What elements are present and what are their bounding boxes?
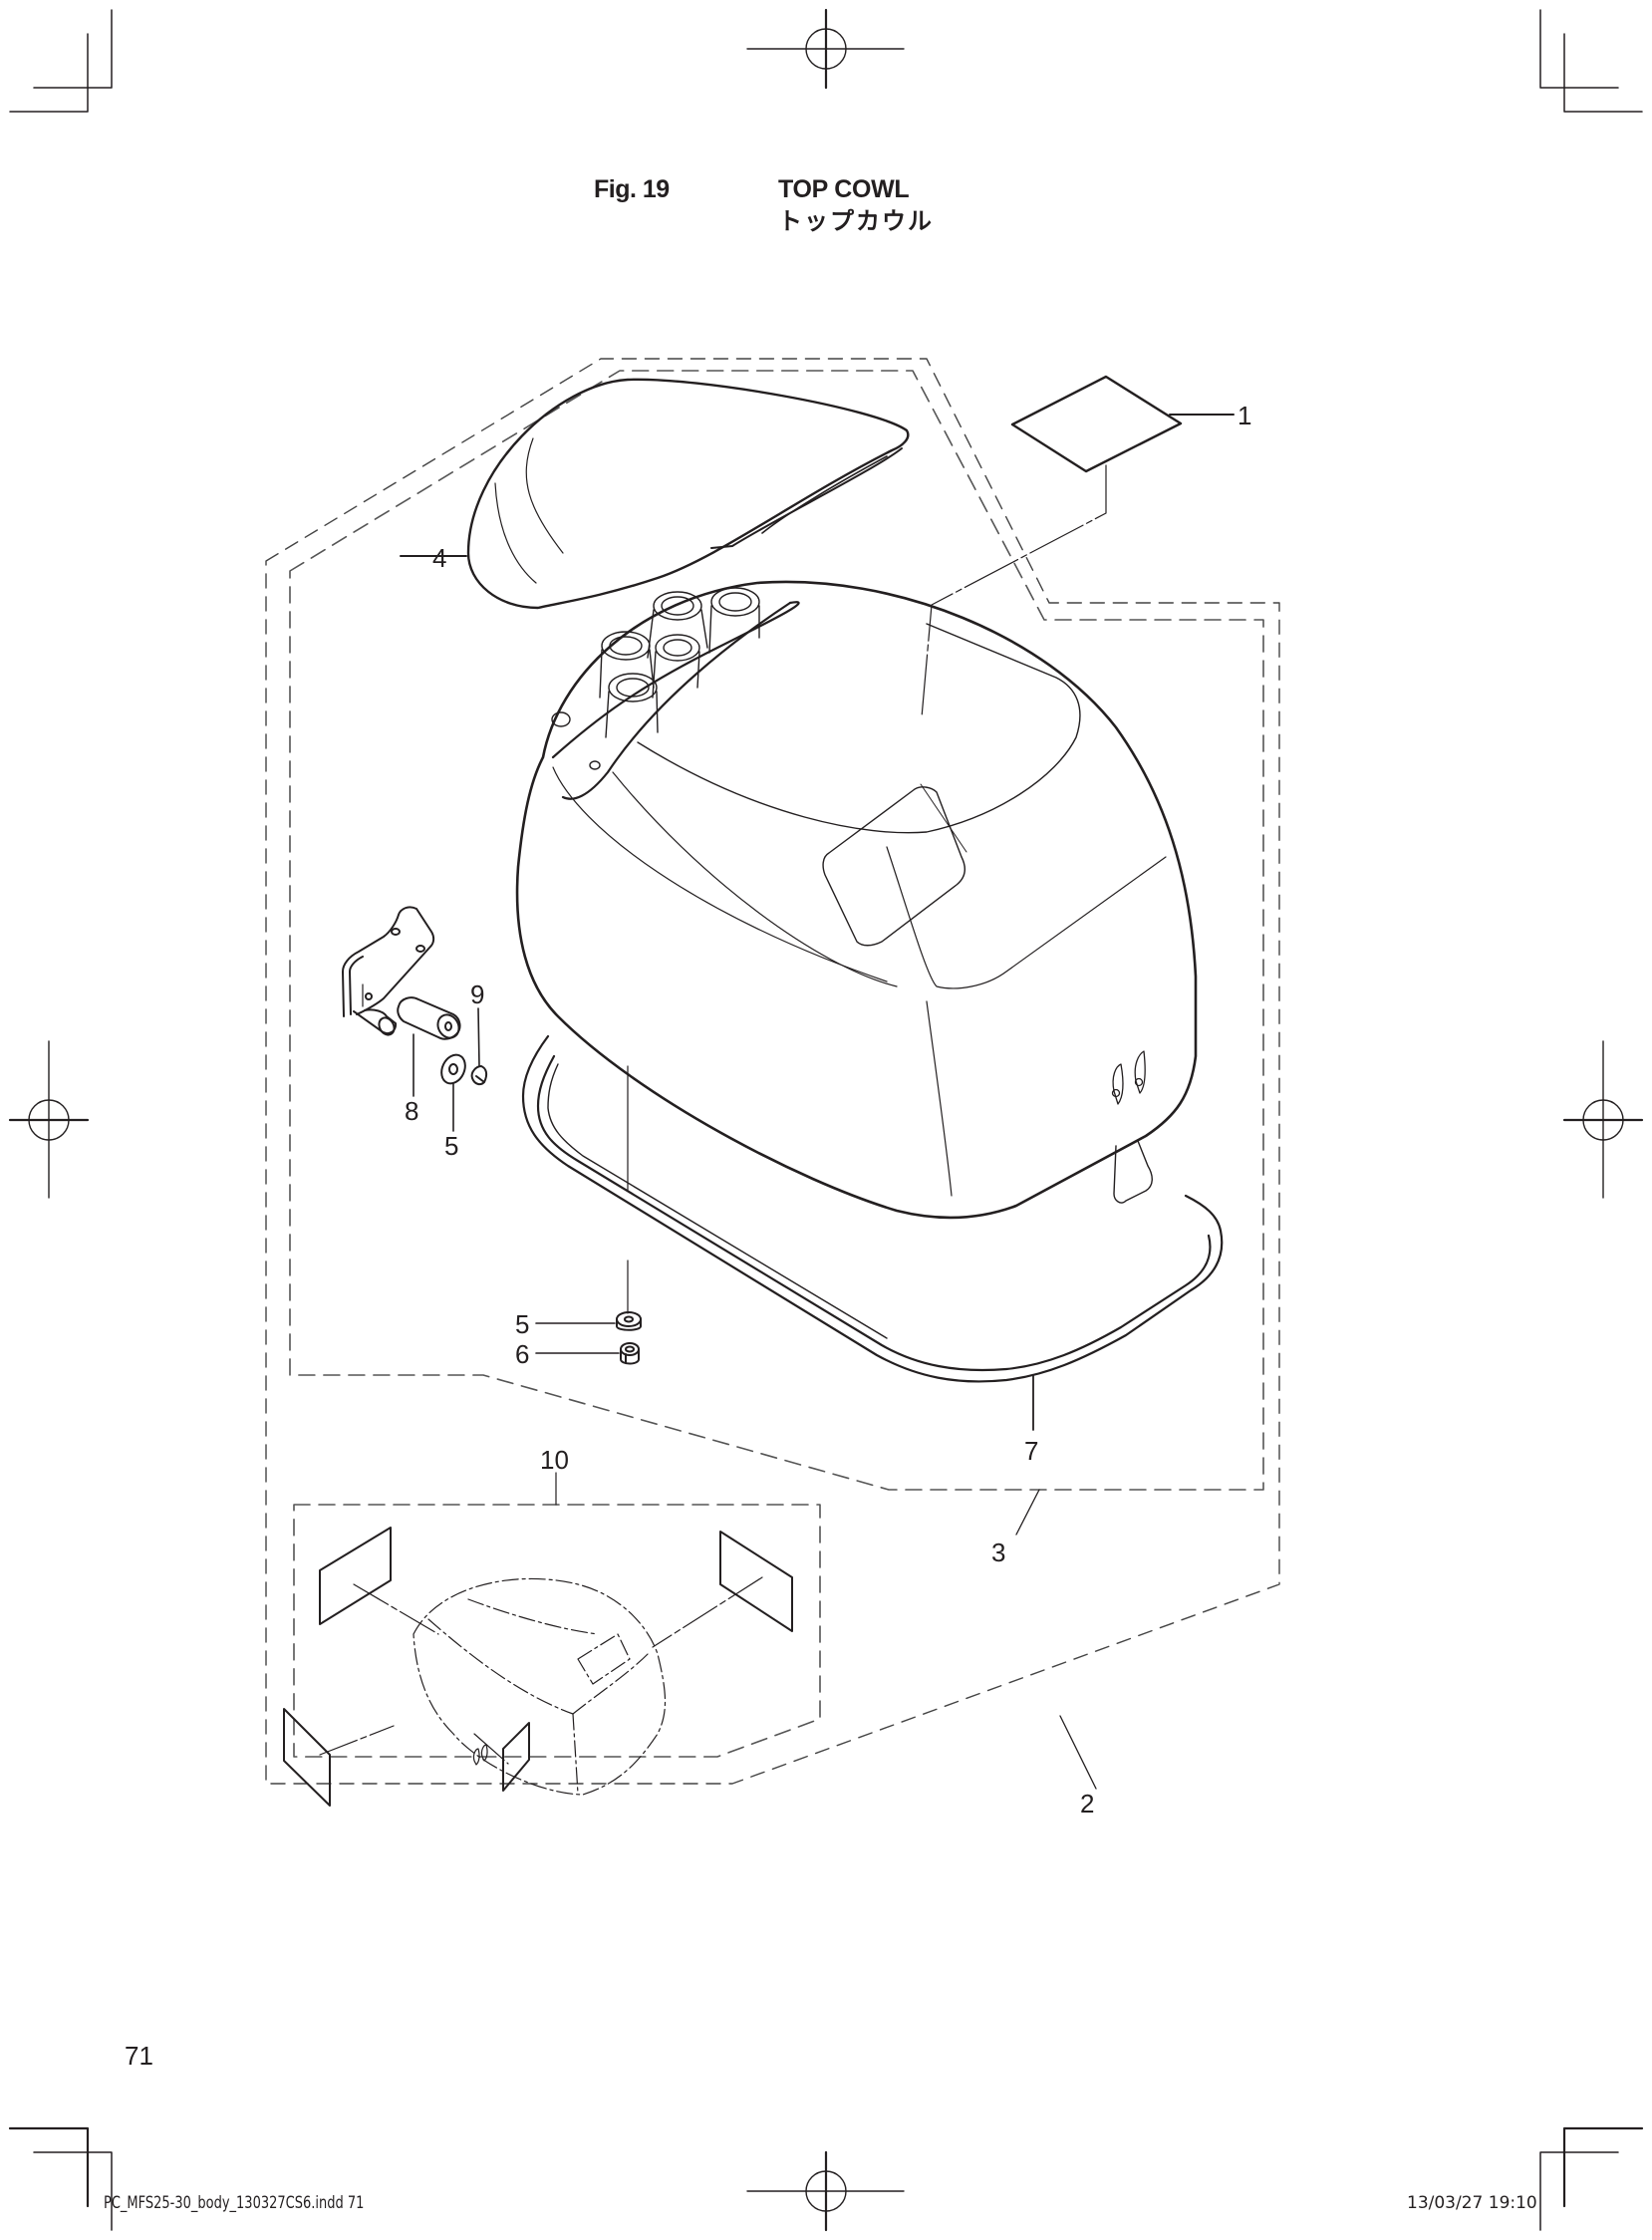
callout-2: 2 bbox=[1080, 1789, 1095, 1819]
figure-number: Fig. 19 bbox=[594, 175, 670, 203]
registration-mark-right bbox=[1562, 1040, 1644, 1199]
seal-part-7 bbox=[521, 1034, 1224, 1431]
callout-10: 10 bbox=[540, 1445, 569, 1475]
decal-set-part-10 bbox=[283, 1472, 793, 1807]
callout-6: 6 bbox=[515, 1339, 530, 1369]
cowl-body-part-3 bbox=[515, 580, 1198, 1220]
callout-8: 8 bbox=[405, 1096, 419, 1126]
footer-timestamp: 13/03/27 19:10 bbox=[1407, 2193, 1537, 2213]
callout-3: 3 bbox=[991, 1538, 1006, 1567]
top-cover-part-4 bbox=[400, 378, 910, 610]
page-number: 71 bbox=[125, 2041, 153, 2071]
latch-lever bbox=[342, 906, 435, 1036]
callout-4: 4 bbox=[432, 543, 447, 573]
decal-part-1 bbox=[1010, 375, 1183, 473]
crop-marks bbox=[8, 9, 1644, 2231]
nut-part-6 bbox=[535, 1342, 640, 1365]
callout-5-upper: 5 bbox=[444, 1131, 459, 1161]
registration-mark-left bbox=[8, 1040, 90, 1199]
callout-7: 7 bbox=[1024, 1436, 1039, 1466]
collar-part-8 bbox=[397, 996, 461, 1097]
callout-9: 9 bbox=[470, 980, 485, 1009]
assembly-boundary-10 bbox=[293, 1504, 821, 1758]
assembly-boundary-2 bbox=[265, 358, 1280, 1785]
footer-file-name: PC_MFS25-30_body_130327CS6.indd 71 bbox=[104, 2193, 365, 2213]
registration-mark-bottom bbox=[746, 2150, 905, 2232]
washer-part-5-lower bbox=[535, 1311, 642, 1331]
washer-part-5-upper bbox=[440, 1053, 466, 1132]
figure-title-english: TOP COWL bbox=[778, 175, 910, 203]
callout-5-lower: 5 bbox=[515, 1309, 530, 1339]
assembly-boundary-3 bbox=[289, 370, 1264, 1491]
clip-part-9 bbox=[470, 1007, 488, 1086]
figure-title-japanese: トップカウル bbox=[778, 207, 934, 235]
registration-mark-top bbox=[746, 8, 905, 90]
callout-1: 1 bbox=[1238, 401, 1252, 430]
